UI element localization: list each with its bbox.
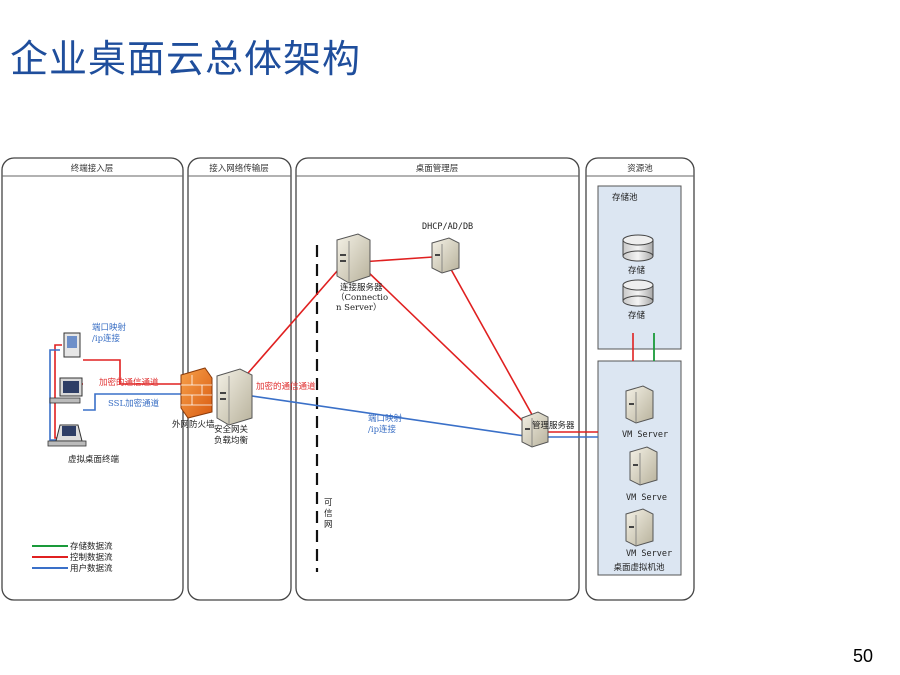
connection-server-icon: [336, 233, 371, 284]
port-mapping-annotation-2: 端口映射 /ip连接: [368, 413, 405, 435]
page-number: 50: [852, 646, 873, 666]
virtual-terminal-devices: [47, 332, 87, 447]
gateway-server-icon: [216, 368, 253, 426]
vm-server-label-2: VM Serve: [626, 493, 667, 503]
legend-label-user: 用户数据流: [70, 563, 113, 574]
virtual-terminal-label: 虚拟桌面终端: [68, 454, 120, 465]
vm-server-icon-1: [625, 385, 654, 424]
encrypted-channel-annotation-2: 加密的通信通道: [256, 381, 316, 392]
column-header-management: 桌面管理层: [416, 163, 459, 174]
encrypted-channel-annotation-1: 加密的通信通道: [99, 377, 159, 388]
column-header-terminal: 终端接入层: [71, 163, 114, 174]
legend: 存储数据流 控制数据流 用户数据流: [32, 541, 113, 574]
dhcp-ad-db-label: DHCP/AD/DB: [422, 222, 473, 232]
laptop-icon: [47, 424, 87, 447]
storage-pool-title: 存储池: [612, 192, 638, 203]
connection-server-label: 连接服务器 （Connectio n Server）: [336, 282, 391, 313]
storage-label-1: 存储: [628, 265, 646, 276]
column-header-resource: 资源池: [627, 163, 653, 174]
legend-label-storage: 存储数据流: [70, 541, 113, 552]
vm-server-icon-3: [625, 508, 654, 547]
storage-label-2: 存储: [628, 310, 646, 321]
ssl-channel-annotation: SSL加密通道: [108, 398, 160, 409]
slide-title: 企业桌面云总体架构: [10, 37, 362, 81]
desktop-pc-icon: [49, 377, 83, 404]
port-mapping-annotation-1: 端口映射 /ip连接: [92, 322, 129, 344]
column-header-network: 接入网络传输层: [209, 163, 269, 174]
vm-server-label-1: VM Server: [622, 430, 668, 440]
dhcp-ad-db-server-icon: [431, 237, 460, 274]
vm-server-icon-2: [629, 446, 658, 486]
firewall-icon: [180, 367, 213, 419]
legend-label-control: 控制数据流: [70, 552, 113, 563]
storage-pool: 存储池: [597, 185, 682, 350]
vm-server-label-3: VM Server: [626, 549, 672, 559]
management-server-label: 管理服务器: [532, 420, 575, 431]
vm-pool-title: 桌面虚拟机池: [613, 562, 665, 573]
management-server-icon: [521, 411, 549, 448]
firewall-label: 外网防火墙: [172, 419, 215, 430]
trusted-network-label: 可 信 网: [324, 498, 335, 530]
gateway-label: 安全网关 负载均衡: [214, 424, 251, 446]
storage-disk-icon-2: [622, 279, 654, 307]
user-flow-lines: [49, 349, 598, 441]
thin-client-icon: [63, 332, 81, 358]
storage-disk-icon-1: [622, 234, 654, 262]
